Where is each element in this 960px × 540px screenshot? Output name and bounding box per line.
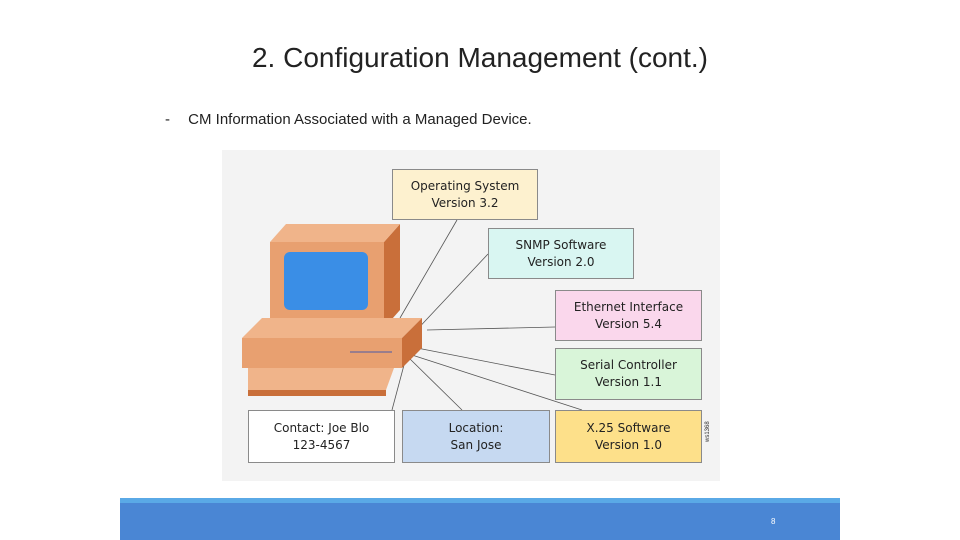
serial-controller-box: Serial Controller Version 1.1 [555,348,702,400]
location-box: Location: San Jose [402,410,550,463]
screen-icon [284,252,368,310]
footer-accent-bar [120,498,840,503]
snmp-software-label: SNMP Software [515,237,607,252]
location-value: San Jose [450,437,502,452]
line-serial [416,347,556,376]
connector-lines [391,219,583,411]
figure-code: ws1368 [705,421,711,442]
bullet-item: - CM Information Associated with a Manag… [165,111,532,128]
contact-box: Contact: Joe Blo 123-4567 [248,410,395,463]
serial-controller-label: Serial Controller [580,358,677,372]
bullet-marker: - [165,111,170,128]
bullet-text: CM Information Associated with a Managed… [188,111,532,128]
page-number: 8 [771,517,776,526]
computer-icon [242,224,422,396]
serial-controller-version: Version 1.1 [594,375,663,389]
line-x25 [411,354,583,411]
contact-label: Contact: Joe Blo [273,420,370,435]
diagram-drawing [242,219,583,411]
x25-software-label: X.25 Software [586,420,671,435]
line-os [399,219,458,319]
ethernet-interface-box: Ethernet Interface Version 5.4 [555,290,702,341]
operating-system-version: Version 3.2 [431,195,499,210]
managed-device-diagram: Operating System Version 3.2 SNMP Softwa… [222,150,720,481]
location-label: Location: [448,420,504,435]
line-ethernet [426,326,556,331]
line-snmp [411,253,489,336]
x25-software-version: Version 1.0 [594,437,663,452]
operating-system-box: Operating System Version 3.2 [392,169,538,220]
ethernet-interface-version: Version 5.4 [594,316,663,331]
snmp-software-version: Version 2.0 [527,254,595,269]
operating-system-label: Operating System [410,178,520,193]
slide-title: 2. Configuration Management (cont.) [251,42,709,73]
ethernet-interface-label: Ethernet Interface [573,299,684,314]
contact-phone: 123-4567 [292,437,351,452]
footer-bar [120,503,840,540]
snmp-software-box: SNMP Software Version 2.0 [488,228,634,279]
line-contact [391,364,405,411]
line-location [408,357,463,411]
x25-software-box: X.25 Software Version 1.0 [555,410,702,463]
